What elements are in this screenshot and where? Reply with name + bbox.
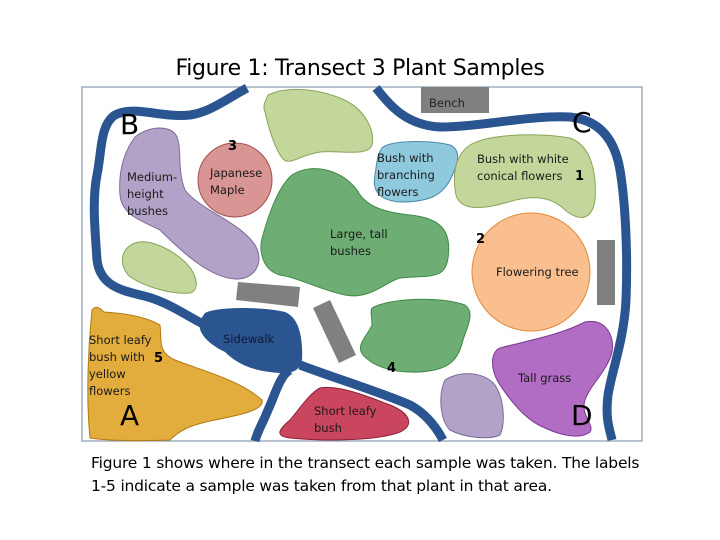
large-bushes-label: bushes — [330, 244, 371, 258]
light-green-bush-top — [263, 89, 374, 162]
japanese-maple-label: Maple — [210, 183, 245, 197]
corner-label-c: C — [572, 106, 592, 139]
yellow-bush-label: yellow — [89, 367, 126, 381]
figure-title: Figure 1: Transect 3 Plant Samples — [175, 56, 545, 81]
japanese-maple — [197, 142, 273, 218]
short-leafy-bush-label: bush — [314, 421, 342, 435]
sample-label-1: 1 — [575, 169, 584, 184]
yellow-bush-label: Short leafy — [89, 333, 152, 347]
short-leafy-bush-label: Short leafy — [314, 404, 377, 418]
medium-height-bushes — [119, 127, 260, 280]
medium-bushes-label: Medium- — [127, 170, 177, 184]
medium-bushes-label: bushes — [127, 204, 168, 218]
sample-label-2: 2 — [476, 232, 485, 247]
branching-bush-label: flowers — [377, 185, 418, 199]
white-conical-bush-label: conical flowers — [477, 169, 563, 183]
flowering-tree — [471, 212, 591, 332]
branching-bush-label: Bush with — [377, 151, 434, 165]
sidewalk-label: Sidewalk — [223, 332, 275, 346]
branching-flowers-bush — [373, 141, 458, 203]
flowering-tree-label: Flowering tree — [496, 265, 579, 279]
tall-grass — [492, 320, 614, 437]
path-left-loop — [89, 84, 250, 330]
medium-bushes-label: height — [127, 187, 164, 201]
corner-label-d: D — [571, 399, 593, 432]
yellow-flowers-bush — [87, 306, 263, 442]
yellow-bush-label: bush with — [89, 350, 145, 364]
caption-line-2: 1-5 indicate a sample was taken from tha… — [91, 477, 552, 495]
gray-structure-left — [236, 282, 300, 307]
sidewalk-plaza — [199, 307, 303, 374]
tall-grass-label: Tall grass — [517, 371, 571, 385]
large-tall-bushes — [260, 168, 450, 297]
light-purple-bush-bottom — [440, 373, 504, 439]
corner-label-a: A — [120, 399, 139, 432]
sidewalk-path — [89, 84, 632, 443]
bench-label: Bench — [429, 96, 465, 110]
path-bottom-diag — [298, 360, 447, 443]
sample-label-4: 4 — [387, 361, 396, 376]
green-bush-sample-4 — [359, 298, 471, 373]
caption-line-1: Figure 1 shows where in the transect eac… — [91, 454, 640, 472]
bench — [421, 87, 489, 113]
sample-label-5: 5 — [154, 351, 163, 366]
large-bushes-label: Large, tall — [330, 227, 388, 241]
short-leafy-bush — [279, 386, 410, 441]
gray-structure-right — [597, 240, 615, 305]
gray-structure-diagonal — [313, 300, 356, 363]
light-green-bush-left — [121, 241, 197, 294]
sample-label-3: 3 — [228, 139, 237, 154]
branching-bush-label: branching — [377, 168, 435, 182]
yellow-bush-label: flowers — [89, 384, 130, 398]
white-conical-bush-label: Bush with white — [477, 152, 569, 166]
white-conical-flowers-bush — [453, 134, 596, 218]
path-bottom-left — [250, 365, 293, 443]
corner-label-b: B — [120, 108, 139, 141]
japanese-maple-label: Japanese — [209, 166, 262, 180]
figure-caption: Figure 1 shows where in the transect eac… — [91, 452, 691, 498]
path-top-right — [372, 85, 632, 441]
